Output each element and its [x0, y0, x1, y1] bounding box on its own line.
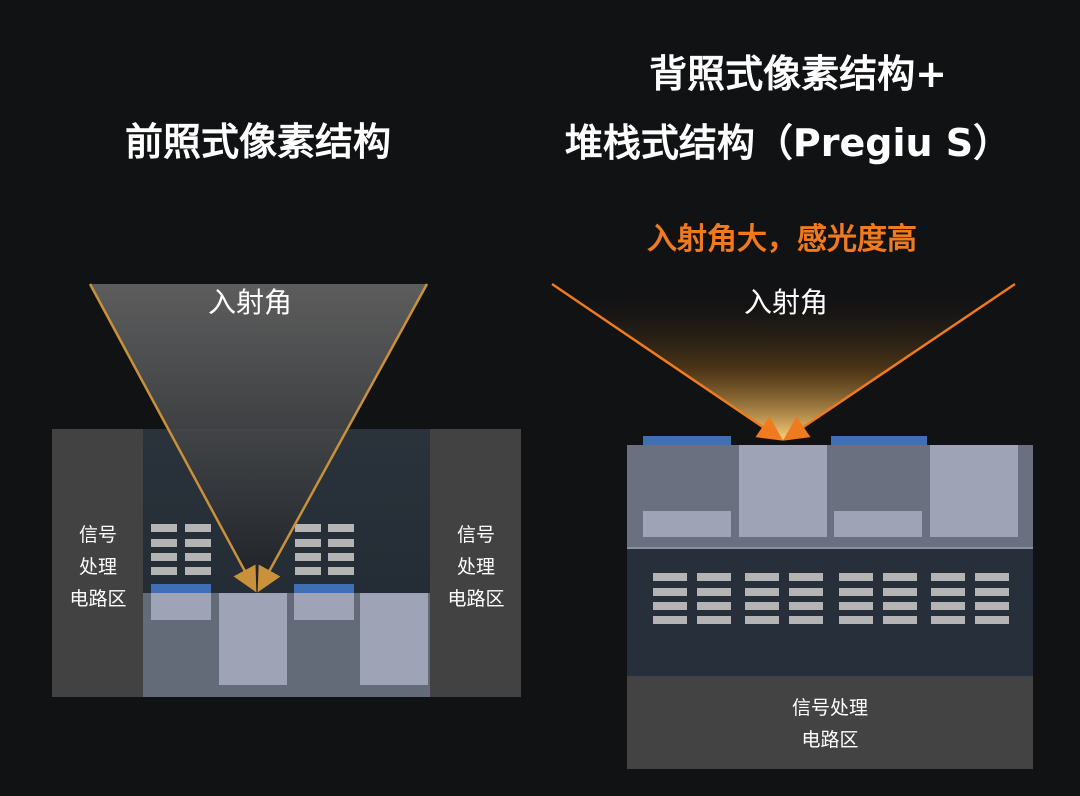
metal-line: [185, 539, 211, 547]
right-circuit-column: [430, 429, 521, 697]
divider: [627, 547, 1033, 549]
metal-line: [931, 602, 965, 610]
metal-line: [883, 573, 917, 581]
circuit-label: 电路区: [69, 588, 126, 610]
metal-line: [697, 602, 731, 610]
metal-line: [328, 524, 354, 532]
metal-line: [151, 567, 177, 575]
circuit-layer: [627, 676, 1033, 769]
photodiode: [360, 593, 428, 685]
photodiode: [930, 445, 1018, 537]
metal-line: [653, 588, 687, 596]
metal-line: [975, 573, 1009, 581]
metal-line: [975, 616, 1009, 624]
metal-line: [883, 602, 917, 610]
block: [294, 593, 354, 620]
metal-wiring: [653, 573, 1009, 624]
metal-line: [975, 588, 1009, 596]
metal-line: [883, 588, 917, 596]
metal-line: [931, 573, 965, 581]
back-illuminated-stacked-pixel: 入射角 信号处理 电路区: [551, 282, 1033, 769]
metal-line: [151, 524, 177, 532]
metal-line: [295, 567, 321, 575]
metal-line: [295, 524, 321, 532]
metal-line: [185, 524, 211, 532]
metal-line: [151, 553, 177, 561]
metal-line: [745, 602, 779, 610]
photodiode: [739, 445, 827, 537]
metal-line: [328, 567, 354, 575]
metal-line: [745, 616, 779, 624]
blue-filter: [643, 436, 731, 445]
metal-line: [653, 616, 687, 624]
metal-line: [151, 539, 177, 547]
metal-line: [839, 588, 873, 596]
circuit-label: 电路区: [801, 729, 858, 751]
angle-label: 入射角: [208, 286, 292, 319]
metal-line: [789, 573, 823, 581]
light-cone: [90, 284, 427, 592]
metal-line: [975, 602, 1009, 610]
metal-line: [839, 602, 873, 610]
circuit-label: 信号: [457, 524, 495, 546]
metal-line: [295, 539, 321, 547]
blue-filter: [831, 436, 927, 445]
left-circuit-column: [52, 429, 143, 697]
block: [643, 511, 731, 537]
photodiode: [219, 593, 287, 685]
angle-label: 入射角: [744, 286, 828, 319]
metal-line: [745, 573, 779, 581]
metal-line: [295, 553, 321, 561]
metal-line: [931, 588, 965, 596]
metal-line: [653, 602, 687, 610]
metal-line: [185, 567, 211, 575]
metal-line: [789, 616, 823, 624]
right-title-line2: 堆栈式结构（Pregiu S）: [565, 121, 1011, 165]
metal-line: [789, 588, 823, 596]
metal-line: [185, 553, 211, 561]
circuit-label: 信号: [79, 524, 117, 546]
incident-arrow-right: [257, 283, 429, 593]
metal-line: [653, 573, 687, 581]
front-illuminated-pixel: 入射角 信号 处理 电路区 信号 处理 电路区: [52, 283, 521, 697]
metal-line: [745, 588, 779, 596]
circuit-label: 处理: [457, 556, 495, 578]
circuit-label: 处理: [79, 556, 117, 578]
metal-line: [839, 616, 873, 624]
metal-line: [328, 553, 354, 561]
metal-line: [839, 573, 873, 581]
metal-line: [697, 616, 731, 624]
incident-arrow-left: [88, 283, 257, 593]
metal-wiring: [151, 524, 354, 575]
block: [151, 593, 211, 620]
circuit-label: 信号处理: [792, 697, 868, 719]
metal-line: [328, 539, 354, 547]
metal-line: [697, 588, 731, 596]
metal-line: [697, 573, 731, 581]
incident-arrow-left: [551, 282, 784, 441]
wiring-layer: [627, 549, 1033, 676]
left-title: 前照式像素结构: [125, 120, 391, 164]
circuit-label: 电路区: [447, 588, 504, 610]
incident-arrow-right: [782, 282, 1016, 441]
light-cone: [552, 284, 1015, 440]
metal-line: [931, 616, 965, 624]
metal-line: [789, 602, 823, 610]
metal-line: [883, 616, 917, 624]
block: [834, 511, 922, 537]
right-title-line1: 背照式像素结构+: [649, 52, 947, 96]
highlight-text: 入射角大，感光度高: [647, 222, 917, 257]
blue-filter: [151, 584, 211, 593]
blue-filter: [294, 584, 354, 593]
